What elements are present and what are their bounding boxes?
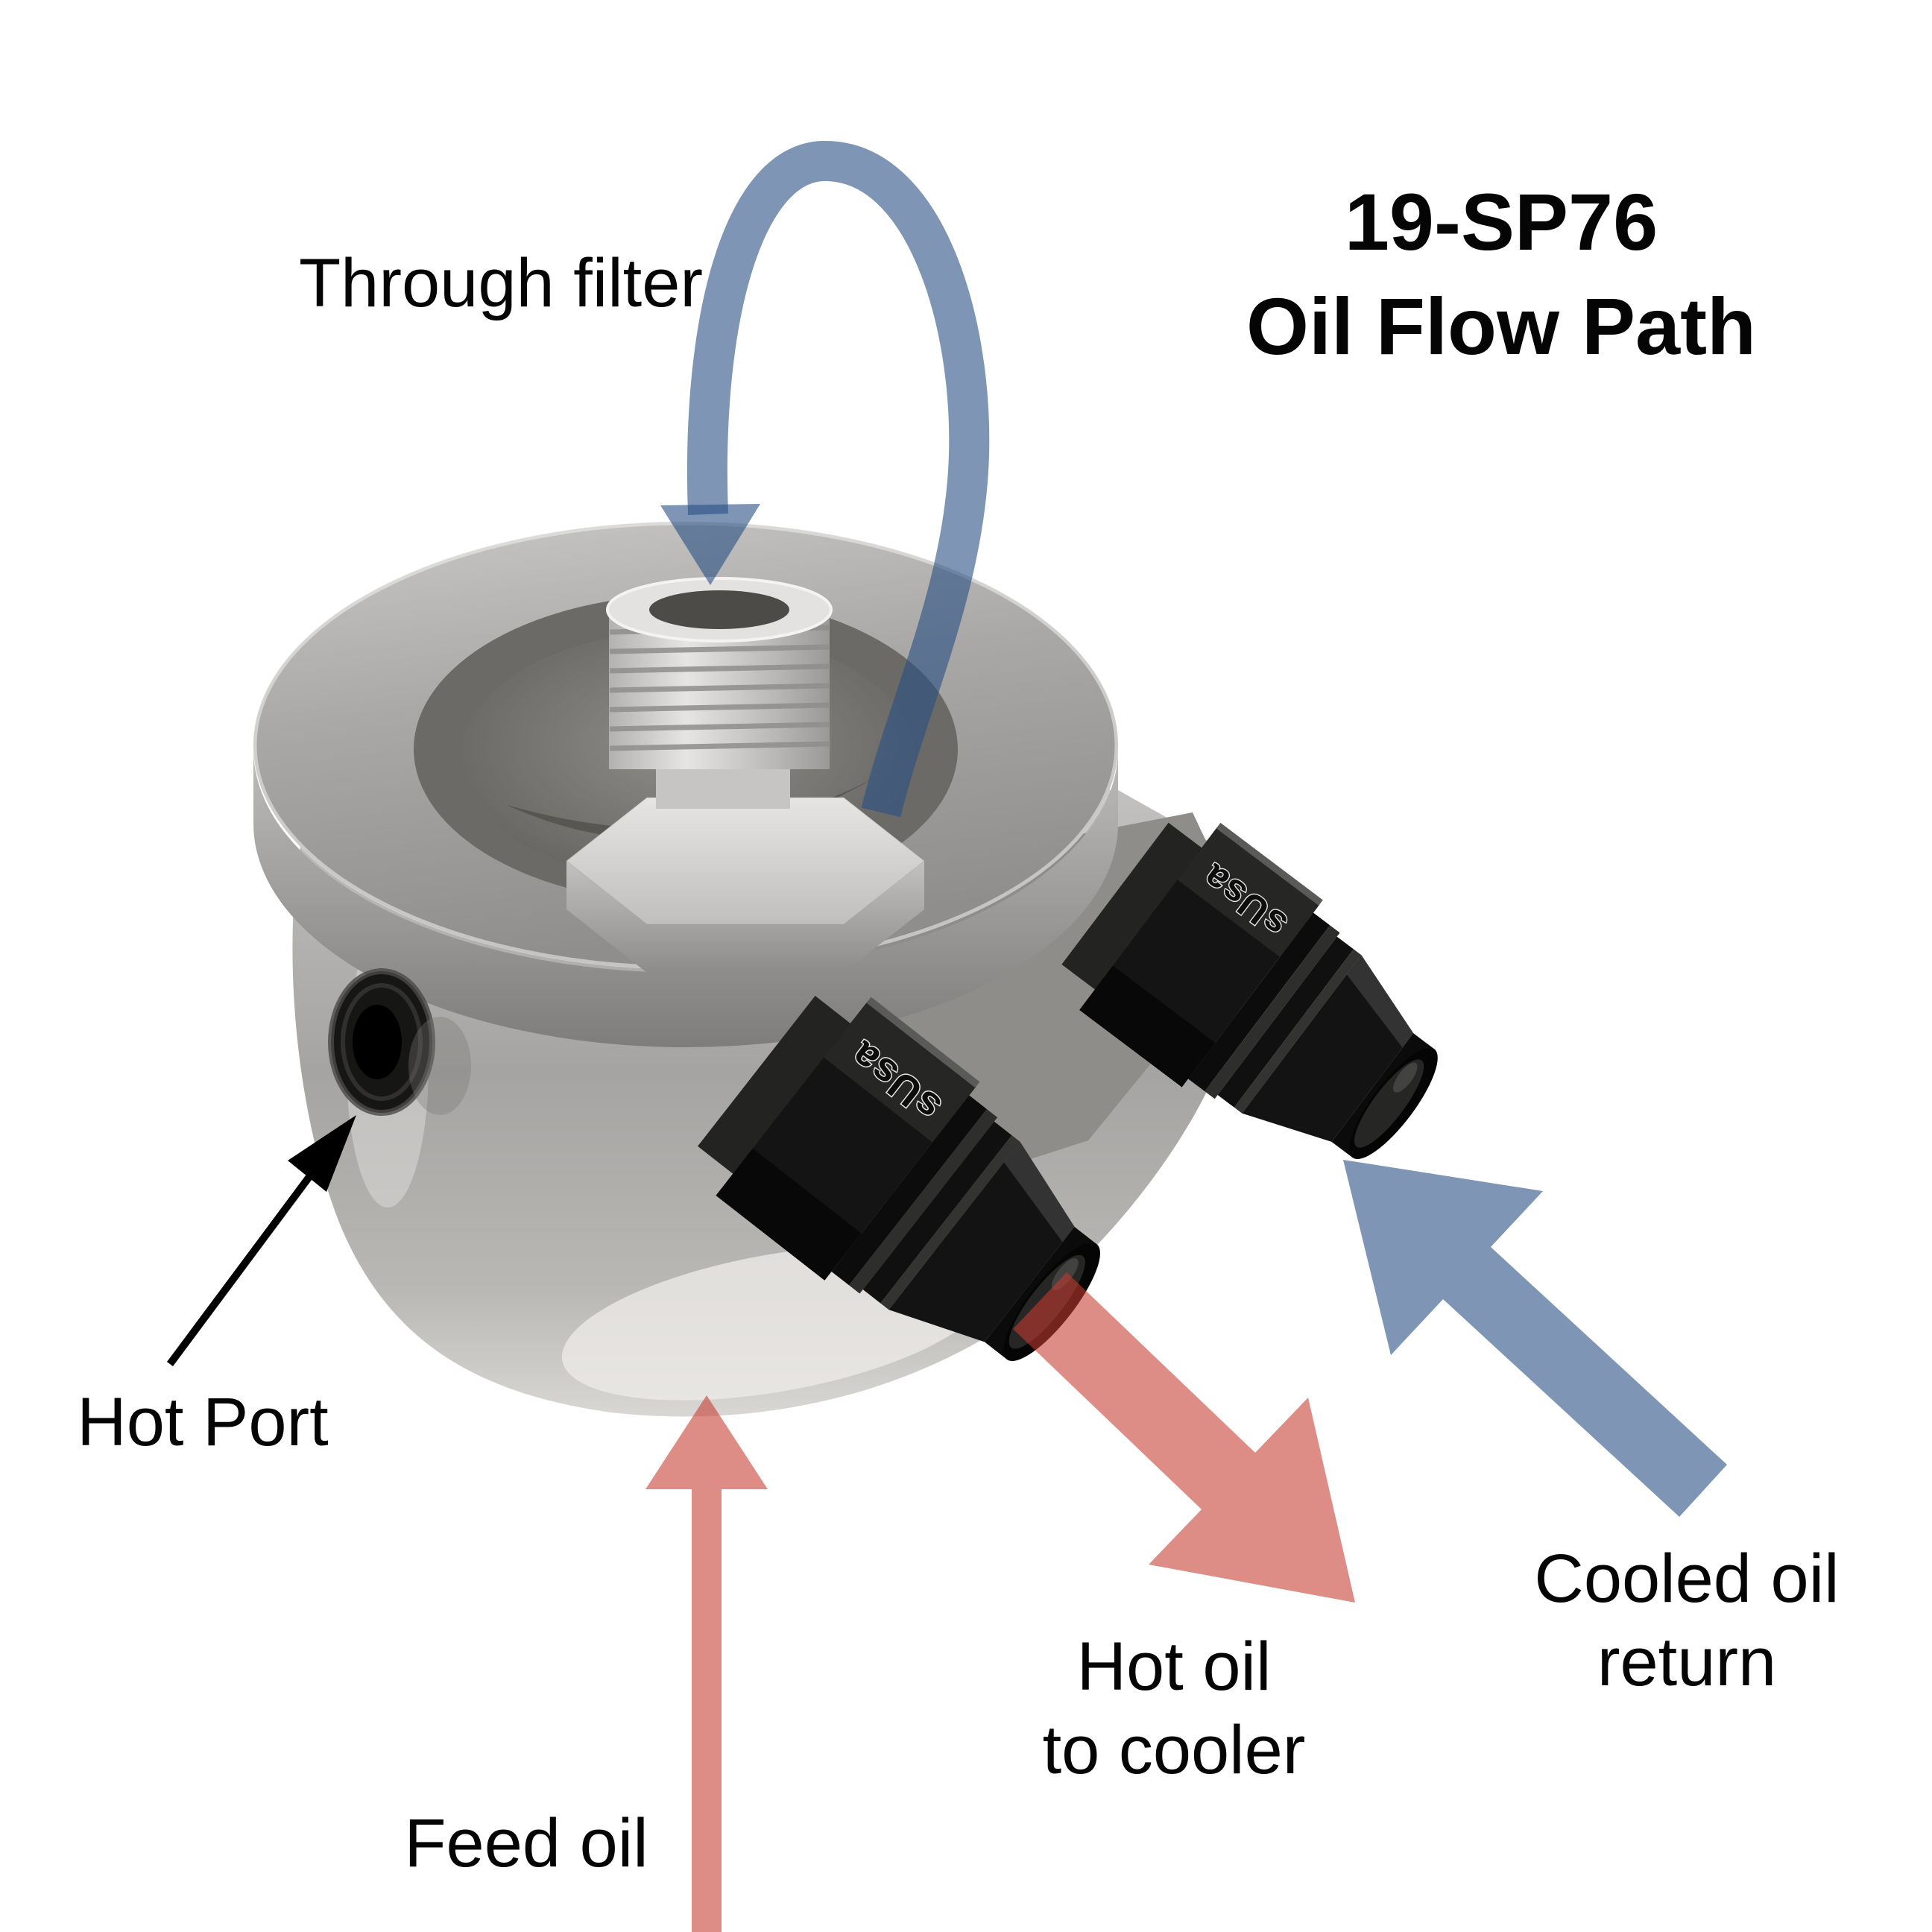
rear-fitting: sUsa: [1061, 822, 1438, 1160]
title-part-number: 19-SP76: [1344, 177, 1658, 267]
filter-stud: [565, 577, 926, 973]
label-through-filter: Through filter: [298, 245, 704, 321]
label-cooled-oil-line1: Cooled oil: [1534, 1541, 1840, 1617]
front-fitting: sUsa: [698, 996, 1101, 1361]
stud-hex-side: [566, 861, 924, 973]
label-hot-port: Hot Port: [77, 1384, 329, 1460]
stud-bore: [649, 590, 789, 629]
flange-rim: [253, 749, 1118, 1047]
label-hot-oil-line1: Hot oil: [1076, 1629, 1272, 1705]
hot-port-hex-hole: [353, 1005, 402, 1079]
label-hot-oil-line2: to cooler: [1042, 1712, 1306, 1788]
title-subtitle: Oil Flow Path: [1246, 281, 1757, 371]
label-hot-oil-to-cooler: Hot oil to cooler: [1043, 1625, 1306, 1792]
label-feed-oil: Feed oil: [404, 1805, 648, 1881]
hot-port-screw: [328, 968, 471, 1116]
cooled-oil-return-arrow: [1343, 1160, 1727, 1517]
diagram-title: 19-SP76 Oil Flow Path: [1246, 170, 1756, 379]
hot-port-pointer-arrow: [166, 1115, 356, 1366]
through-filter-arrowhead: [660, 504, 760, 585]
through-filter-arrow: [660, 140, 990, 818]
feed-oil-arrow: [645, 1395, 768, 1932]
label-cooled-oil-return: Cooled oil return: [1534, 1537, 1839, 1704]
hot-oil-to-cooler-arrow: [1013, 1272, 1355, 1603]
stud-hex-top: [565, 797, 926, 925]
label-cooled-oil-line2: return: [1597, 1624, 1777, 1700]
